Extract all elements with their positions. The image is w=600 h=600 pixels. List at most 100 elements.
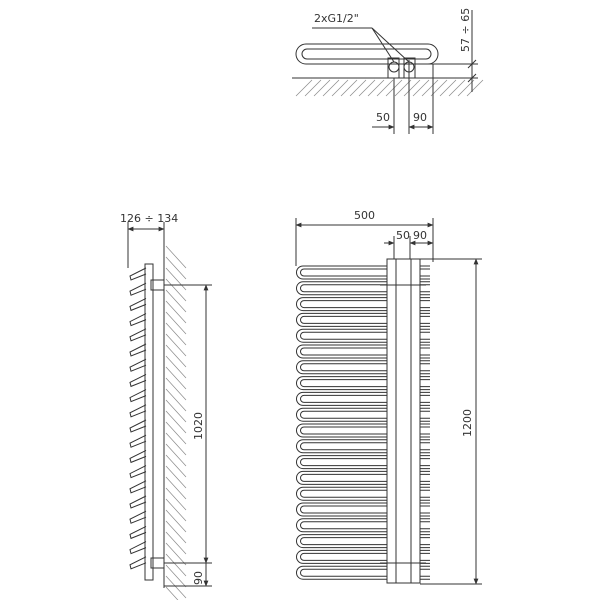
- front-tube-inner: [300, 268, 430, 277]
- front-tube: [296, 391, 430, 406]
- hatch-line: [165, 322, 187, 346]
- front-tube-inner: [300, 489, 430, 498]
- hatch-line: [165, 300, 187, 324]
- hatch-line: [412, 79, 430, 97]
- side-dim-depth: 126 ÷ 134: [120, 212, 178, 225]
- front-tube: [296, 565, 430, 580]
- hatch-line: [165, 399, 187, 423]
- dim-tick: [467, 73, 477, 83]
- front-dim-500: 500: [354, 209, 375, 222]
- side-tube: [129, 525, 147, 540]
- hatch-line: [165, 410, 187, 434]
- hatch-line: [165, 366, 187, 390]
- top-wall-hatch: [295, 79, 484, 97]
- top-tube-loop: [295, 43, 439, 65]
- front-tube-inner: [300, 458, 430, 467]
- front-tube-inner: [300, 568, 430, 577]
- front-tube: [296, 312, 430, 327]
- front-dim-50: 50: [396, 229, 410, 242]
- side-tube: [129, 465, 147, 479]
- hatch-line: [165, 498, 187, 522]
- top-dim-50: 50: [376, 111, 390, 124]
- hatch-line: [165, 465, 187, 489]
- connection-leader: [371, 27, 410, 63]
- side-tube: [129, 389, 147, 403]
- front-tube: [296, 328, 430, 343]
- hatch-line: [165, 311, 187, 335]
- side-tube: [129, 313, 147, 327]
- side-tube: [129, 297, 147, 312]
- top-dim-wall-offset: 57 ÷ 65: [459, 8, 472, 52]
- front-tubes: [296, 265, 430, 580]
- hatch-line: [313, 79, 331, 97]
- hatch-line: [165, 564, 187, 588]
- hatch-line: [165, 333, 187, 357]
- hatch-line: [165, 267, 187, 291]
- hatch-line: [165, 487, 187, 511]
- hatch-line: [439, 79, 457, 97]
- front-tube: [296, 407, 430, 422]
- front-tube-inner: [300, 552, 430, 561]
- front-tube: [296, 549, 430, 564]
- hatch-line: [403, 79, 421, 97]
- side-tube: [129, 541, 147, 555]
- hatch-line: [322, 79, 340, 97]
- hatch-line: [430, 79, 448, 97]
- hatch-line: [165, 278, 187, 302]
- front-tube: [296, 518, 430, 533]
- front-tube-inner: [300, 347, 430, 356]
- hatch-line: [165, 509, 187, 533]
- front-tube: [296, 486, 430, 501]
- side-dim-90: 90: [192, 571, 205, 585]
- side-collector: [144, 263, 154, 581]
- top-view: [292, 10, 484, 134]
- hatch-line: [165, 542, 187, 566]
- front-tube: [296, 439, 430, 454]
- hatch-line: [376, 79, 394, 97]
- front-tube-inner: [300, 505, 430, 514]
- side-tube: [129, 480, 147, 494]
- connection-leader: [371, 27, 395, 63]
- hatch-line: [165, 245, 187, 269]
- front-tube-inner: [300, 537, 430, 546]
- front-dim-1200: 1200: [461, 409, 474, 437]
- side-tube: [129, 328, 147, 342]
- front-tube-inner: [300, 363, 430, 372]
- side-tube: [129, 404, 147, 418]
- side-tube: [129, 373, 147, 388]
- hatch-line: [466, 79, 484, 97]
- hatch-line: [394, 79, 412, 97]
- hatch-line: [165, 388, 187, 412]
- front-tube: [296, 470, 430, 485]
- side-tube: [129, 358, 147, 372]
- hatch-line: [421, 79, 439, 97]
- front-tube-inner: [300, 284, 430, 293]
- side-tube: [129, 267, 147, 281]
- front-view: [295, 218, 482, 585]
- side-dim-1020: 1020: [192, 412, 205, 440]
- hatch-line: [448, 79, 466, 97]
- side-wall-hatch: [165, 245, 187, 600]
- top-tube-loop-inner: [301, 48, 432, 60]
- side-tube: [129, 282, 147, 296]
- side-tube: [129, 419, 147, 433]
- front-collector: [386, 258, 421, 584]
- front-tube: [296, 455, 430, 470]
- front-tube-inner: [300, 410, 430, 419]
- hatch-line: [349, 79, 367, 97]
- side-tube: [129, 556, 147, 570]
- hatch-line: [165, 256, 187, 280]
- hatch-line: [304, 79, 322, 97]
- hatch-line: [165, 344, 187, 368]
- front-tube-inner: [300, 521, 430, 530]
- hatch-line: [165, 553, 187, 577]
- hatch-line: [340, 79, 358, 97]
- hatch-line: [165, 289, 187, 313]
- side-tube: [129, 495, 147, 509]
- hatch-line: [165, 586, 179, 600]
- front-tube: [296, 265, 430, 280]
- front-tube: [296, 502, 430, 517]
- hatch-line: [165, 443, 187, 467]
